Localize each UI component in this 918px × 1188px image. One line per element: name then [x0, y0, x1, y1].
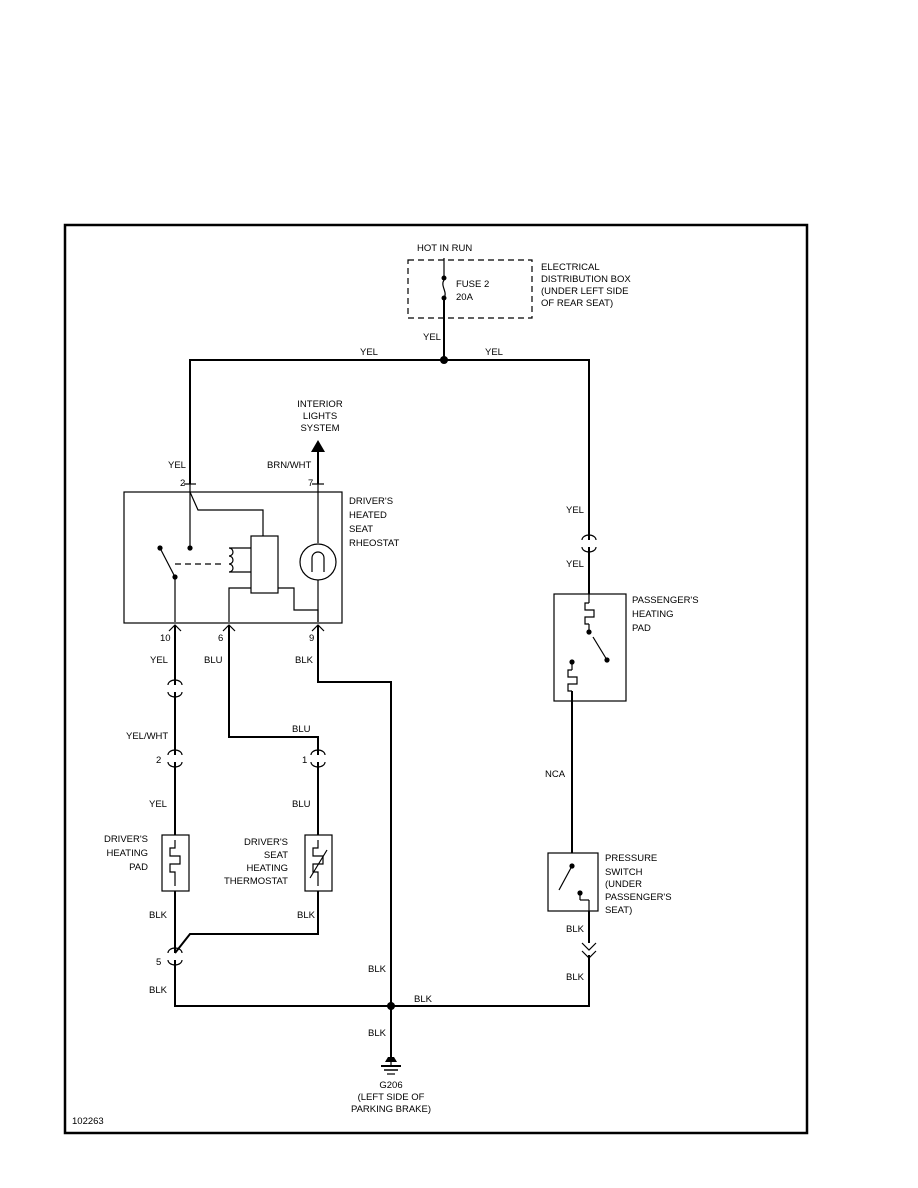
- wire-label-yel-pass-top: YEL: [566, 505, 584, 516]
- fuse-2-symbol: [441, 258, 447, 301]
- wire-label-yel-pass-below: YEL: [566, 559, 584, 570]
- wire-label-blk-ps1: BLK: [566, 924, 585, 935]
- driver-heating-pad-element: [169, 840, 181, 886]
- wire-blu-pin6: [228, 625, 319, 755]
- thermostat-arrow: [309, 849, 328, 879]
- passenger-pad-label-1: PASSENGER'S: [632, 595, 699, 606]
- rheostat-pin-9: 9: [309, 633, 314, 644]
- interior-lights-label-1: INTERIOR: [297, 399, 343, 410]
- rheostat-pin-10: 10: [160, 633, 171, 644]
- wire-label-yel-pin10: YEL: [150, 655, 168, 666]
- wire-label-blu-therm: BLU: [292, 799, 311, 810]
- wire-yel-left: [189, 359, 444, 484]
- passenger-pad-label-3: PAD: [632, 623, 651, 634]
- distribution-box-label-1: ELECTRICAL: [541, 262, 600, 273]
- wire-blk-pin9: [317, 625, 392, 1006]
- pressure-switch-box: [547, 852, 599, 912]
- pressure-switch-label-3: (UNDER: [605, 879, 642, 890]
- fuse-2-label: FUSE 2: [456, 279, 489, 290]
- rheostat-pin-6: 6: [218, 633, 223, 644]
- driver-pad-label-1: DRIVER'S: [104, 834, 148, 845]
- rheostat-pin-7-terminal: [312, 483, 324, 492]
- distribution-box-label-2: DISTRIBUTION BOX: [541, 274, 631, 285]
- interior-lights-arrow: [311, 440, 325, 452]
- pressure-switch-internals: [558, 863, 590, 911]
- wire-label-blk-vert: BLK: [368, 964, 387, 975]
- wire-label-blk-therm: BLK: [297, 910, 316, 921]
- wire-label-yel-left: YEL: [360, 347, 378, 358]
- pressure-switch-label-4: PASSENGER'S: [605, 892, 672, 903]
- pressure-switch-label-1: PRESSURE: [605, 853, 657, 864]
- ground-location-2: PARKING BRAKE): [351, 1104, 431, 1115]
- wire-label-yel-pin2: YEL: [168, 460, 186, 471]
- rheostat-internals: [157, 491, 337, 622]
- driver-pad-label-2: HEATING: [106, 848, 148, 859]
- rheostat-label-4: RHEOSTAT: [349, 538, 400, 549]
- wire-label-yel-right: YEL: [485, 347, 503, 358]
- distribution-box-label-3: (UNDER LEFT SIDE: [541, 286, 628, 297]
- driver-pad-label-3: PAD: [129, 862, 148, 873]
- figure-id: 102263: [72, 1116, 104, 1127]
- passenger-heating-pad-box: [553, 593, 627, 702]
- wire-label-blk-pad: BLK: [149, 910, 168, 921]
- wire-label-blk-ground: BLK: [368, 1028, 387, 1039]
- distribution-box-label-4: OF REAR SEAT): [541, 298, 613, 309]
- connector-5-label: 5: [156, 957, 161, 968]
- wire-label-yel-fuse: YEL: [423, 332, 441, 343]
- interior-lights-label-3: SYSTEM: [300, 423, 339, 434]
- diagram-frame: [63, 223, 809, 1135]
- wire-blk-c5: [174, 960, 391, 1007]
- wire-yel-right: [444, 359, 590, 540]
- pressure-switch-label-5: SEAT): [605, 905, 632, 916]
- wire-blk-ps2: [391, 955, 590, 1007]
- pressure-switch-label-2: SWITCH: [605, 867, 643, 878]
- wire-label-blk-pin9: BLK: [295, 655, 314, 666]
- wire-label-yel-wht: YEL/WHT: [126, 731, 168, 742]
- thermostat-label-4: THERMOSTAT: [224, 876, 288, 887]
- rheostat-label-3: SEAT: [349, 524, 373, 535]
- thermostat-label-2: SEAT: [264, 850, 288, 861]
- rheostat-label-1: DRIVER'S: [349, 496, 393, 507]
- rheostat-pin-2: 2: [180, 478, 185, 489]
- rheostat-label-2: HEATED: [349, 510, 387, 521]
- hot-in-run-label: HOT IN RUN: [417, 243, 472, 254]
- wire-label-blu-horiz: BLU: [292, 724, 311, 735]
- thermostat-label-1: DRIVER'S: [244, 837, 288, 848]
- fuse-2-rating: 20A: [456, 292, 474, 303]
- wire-label-yel-pad: YEL: [149, 799, 167, 810]
- passenger-heating-pad-internals: [567, 594, 610, 692]
- wire-label-blk-c5: BLK: [149, 985, 168, 996]
- wire-label-blk-ps2: BLK: [566, 972, 585, 983]
- thermostat-element: [312, 840, 324, 886]
- connector-1-label: 1: [302, 755, 307, 766]
- wire-label-brn-wht: BRN/WHT: [267, 460, 312, 471]
- rheostat-pin-7: 7: [308, 478, 313, 489]
- rheostat-box: [123, 491, 343, 624]
- wire-label-blu-pin6: BLU: [204, 655, 223, 666]
- wire-blk-therm: [174, 891, 319, 954]
- wire-label-nca: NCA: [545, 769, 566, 780]
- ground-symbol: [381, 1057, 401, 1075]
- connector-2-label: 2: [156, 755, 161, 766]
- ground-id: G206: [379, 1080, 402, 1091]
- ground-location-1: (LEFT SIDE OF: [358, 1092, 425, 1103]
- rheostat-pin-2-terminal: [184, 483, 196, 492]
- wire-label-blk-horiz: BLK: [414, 994, 433, 1005]
- interior-lights-label-2: LIGHTS: [303, 411, 337, 422]
- distribution-box: [407, 259, 533, 319]
- thermostat-label-3: HEATING: [246, 863, 288, 874]
- passenger-pad-label-2: HEATING: [632, 609, 674, 620]
